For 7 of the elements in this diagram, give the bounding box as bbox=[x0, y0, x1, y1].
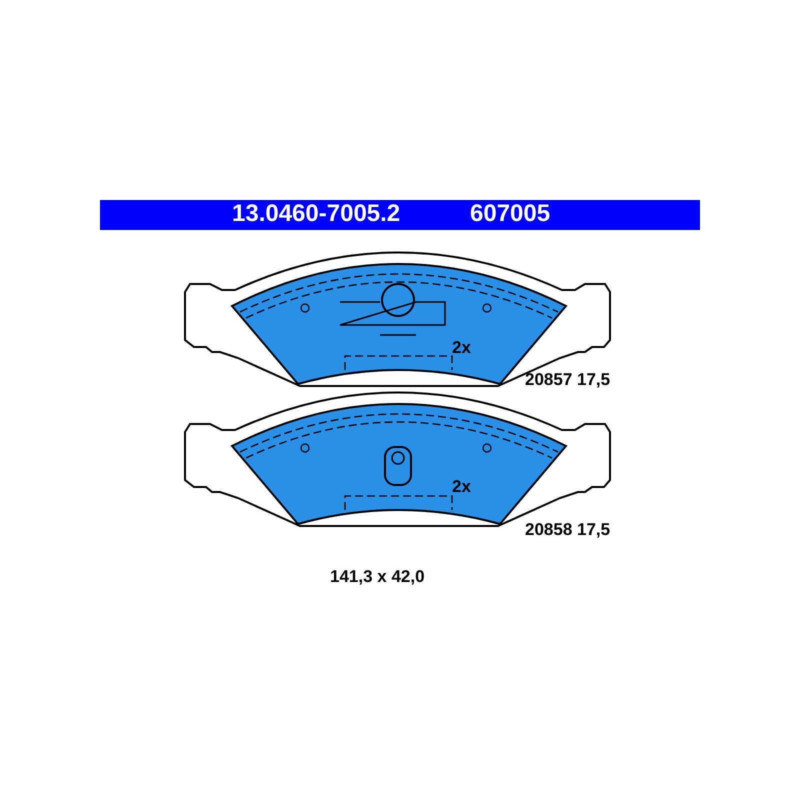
quantity-label: 2x bbox=[452, 477, 471, 497]
part-number: 13.0460-7005.2 bbox=[232, 200, 400, 228]
dimension-label: 141,3 x 42,0 bbox=[330, 567, 425, 587]
pad-specification: 20857 17,5 bbox=[525, 370, 610, 390]
quantity-label: 2x bbox=[452, 338, 471, 358]
part-number: 607005 bbox=[470, 200, 550, 228]
pad-specification: 20858 17,5 bbox=[525, 520, 610, 540]
